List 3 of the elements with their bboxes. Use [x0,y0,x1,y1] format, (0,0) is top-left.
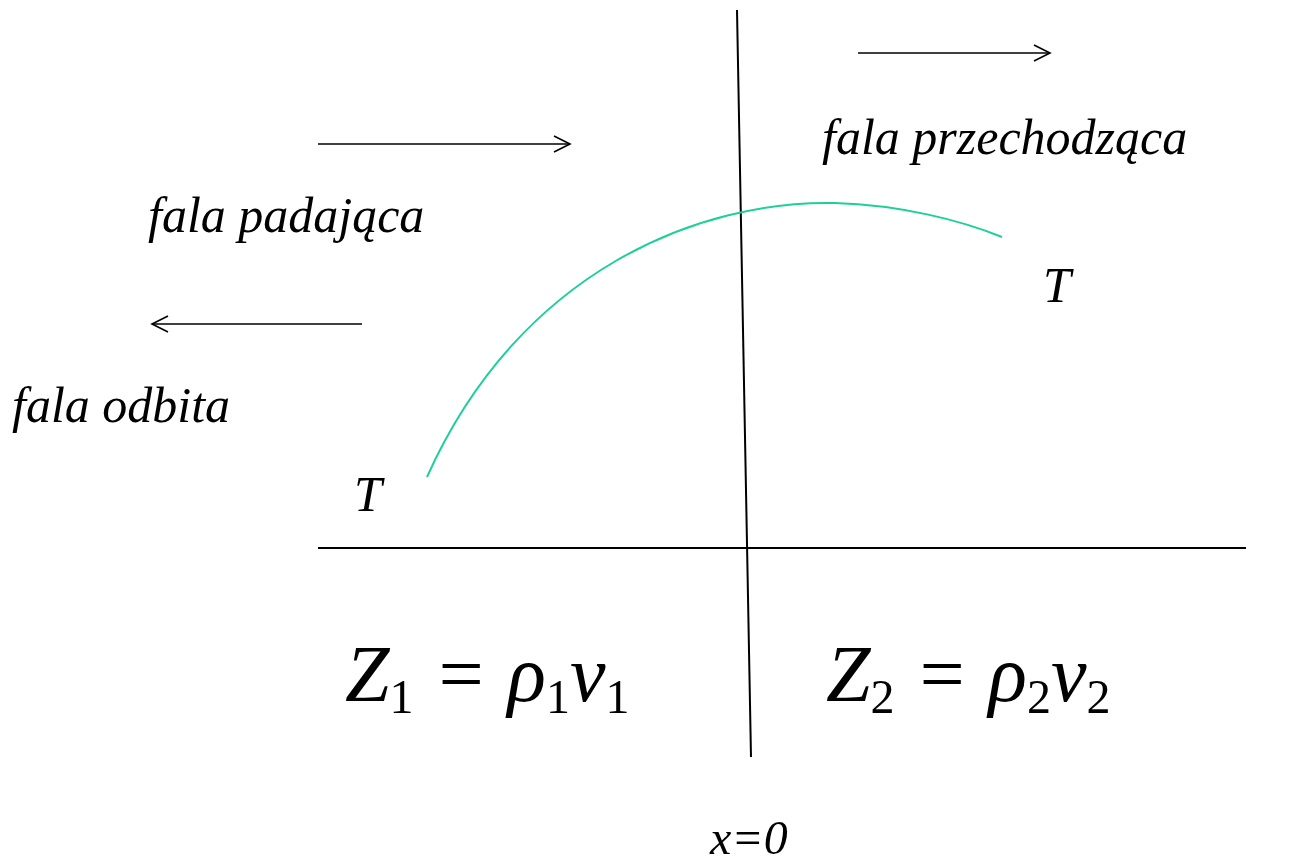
position-label: x=0 [710,814,788,862]
impedance-formula: Z$_{2}$ = ρ$_{2}$v$_{2}$ [826,634,1111,721]
impedance-formula: Z$_{1}$ = ρ$_{1}$v$_{1}$ [345,634,630,721]
